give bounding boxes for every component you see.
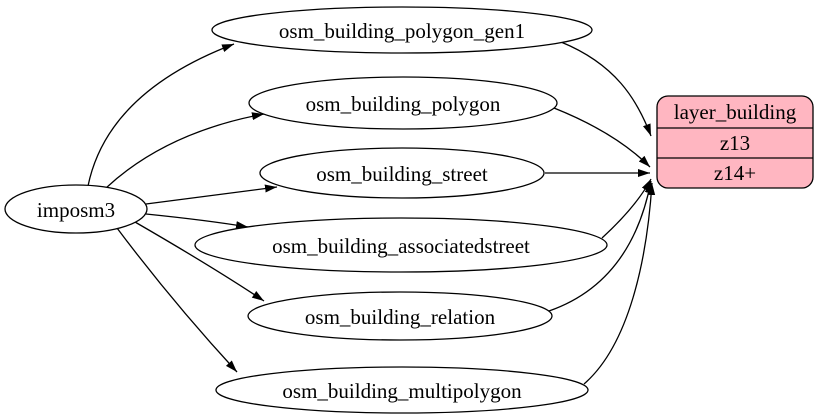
edge-imposm3-to-osm-building-multipolygon (116, 227, 238, 373)
edge-osm-building-multipolygon-to-z14 (583, 182, 656, 385)
osm-building-street-ellipse (259, 147, 545, 199)
node-osm-building-polygon: osm_building_polygon (248, 76, 558, 130)
node-imposm3: imposm3 (4, 184, 148, 234)
layer-building-title: layer_building (674, 100, 797, 124)
osm-building-polygon-gen1-ellipse (211, 6, 593, 54)
edge-imposm3-to-osm-building-polygon (105, 112, 265, 189)
edge-imposm3-to-osm-building-relation (134, 221, 265, 302)
imposm3-ellipse (4, 184, 148, 234)
osm-building-relation-label: osm_building_relation (305, 305, 496, 329)
osm-building-associatedstreet-label: osm_building_associatedstreet (272, 234, 530, 258)
imposm3-label: imposm3 (37, 198, 115, 222)
osm-building-polygon-gen1-label: osm_building_polygon_gen1 (279, 19, 525, 43)
osm-building-street-label: osm_building_street (316, 162, 488, 186)
edge-imposm3-to-osm-building-associatedstreet (145, 213, 249, 229)
edge-osm-building-polygon-gen1-to-z13 (560, 41, 652, 137)
node-osm-building-associatedstreet: osm_building_associatedstreet (194, 217, 608, 273)
node-osm-building-polygon-gen1: osm_building_polygon_gen1 (211, 6, 593, 54)
osm-building-polygon-ellipse (248, 76, 558, 130)
edge-osm-building-polygon-to-z14 (553, 107, 651, 168)
edge-imposm3-to-osm-building-street (145, 184, 278, 205)
edge-osm-building-relation-to-z14 (548, 180, 653, 312)
osm-building-multipolygon-ellipse (215, 366, 589, 414)
node-layer-building: layer_building z13 z14+ (656, 95, 814, 189)
node-osm-building-multipolygon: osm_building_multipolygon (215, 366, 589, 414)
edge-imposm3-to-osm-building-polygon-gen1 (87, 43, 235, 187)
node-osm-building-relation: osm_building_relation (247, 291, 553, 341)
node-osm-building-street: osm_building_street (259, 147, 545, 199)
layer-building-box (656, 95, 814, 189)
edges-to-layer (545, 41, 656, 385)
osm-building-associatedstreet-ellipse (194, 217, 608, 273)
edges-from-source (87, 43, 278, 373)
osm-building-polygon-label: osm_building_polygon (306, 92, 501, 116)
osm-building-multipolygon-label: osm_building_multipolygon (282, 379, 522, 403)
layer-building-row-z14: z14+ (714, 161, 756, 185)
layer-building-row-z13: z13 (720, 131, 750, 155)
osm-building-relation-ellipse (247, 291, 553, 341)
